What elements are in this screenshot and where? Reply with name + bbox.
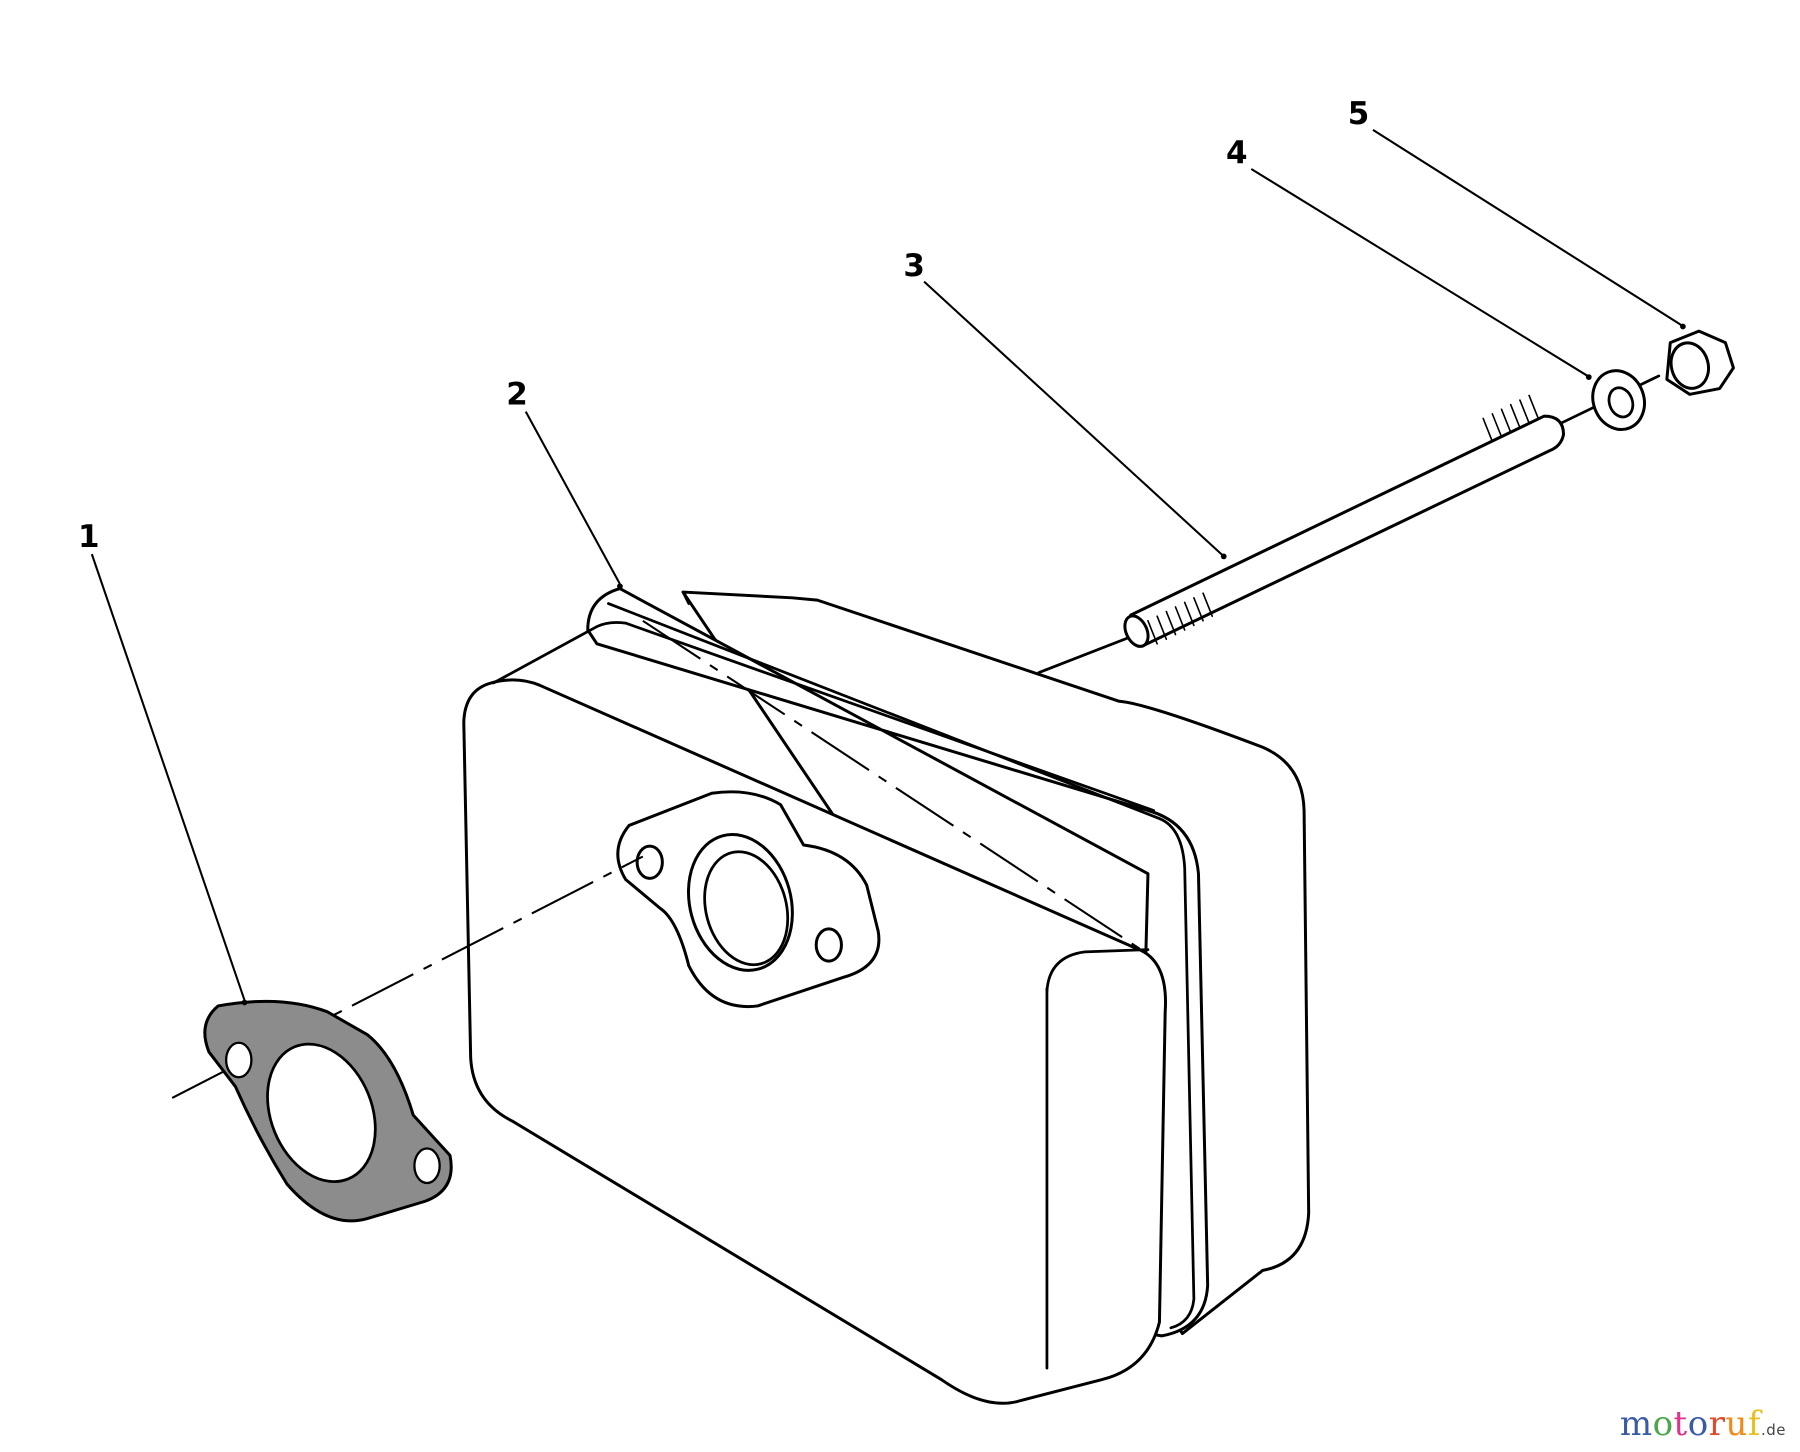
callout-3: 3 bbox=[903, 248, 925, 284]
callout-4: 4 bbox=[1226, 135, 1248, 171]
watermark-letter: u bbox=[1725, 1404, 1748, 1444]
lock-washer bbox=[1591, 369, 1646, 431]
leader-line-1 bbox=[90, 553, 246, 1001]
watermark-text: motoruf bbox=[1620, 1404, 1761, 1444]
watermark-suffix: .de bbox=[1760, 1421, 1786, 1439]
gasket bbox=[203, 999, 453, 1223]
watermark-letter: o bbox=[1652, 1404, 1674, 1444]
callout-5: 5 bbox=[1348, 96, 1370, 132]
hex-nut bbox=[1665, 329, 1735, 396]
watermark-letter: m bbox=[1619, 1404, 1653, 1444]
watermark-letter: t bbox=[1673, 1404, 1688, 1444]
watermark-letter: r bbox=[1708, 1404, 1726, 1444]
callout-1: 1 bbox=[78, 519, 100, 555]
stud bbox=[1123, 394, 1566, 648]
leader-line-2 bbox=[524, 411, 621, 585]
muffler bbox=[462, 587, 1311, 1405]
watermark-logo: motoruf.de bbox=[1620, 1404, 1786, 1444]
leader-line-4 bbox=[1250, 168, 1589, 377]
watermark-letter: f bbox=[1747, 1404, 1761, 1444]
watermark-letter: o bbox=[1687, 1404, 1709, 1444]
callout-2: 2 bbox=[506, 377, 528, 413]
leader-line-5 bbox=[1372, 129, 1683, 327]
leader-line-3 bbox=[923, 280, 1224, 557]
